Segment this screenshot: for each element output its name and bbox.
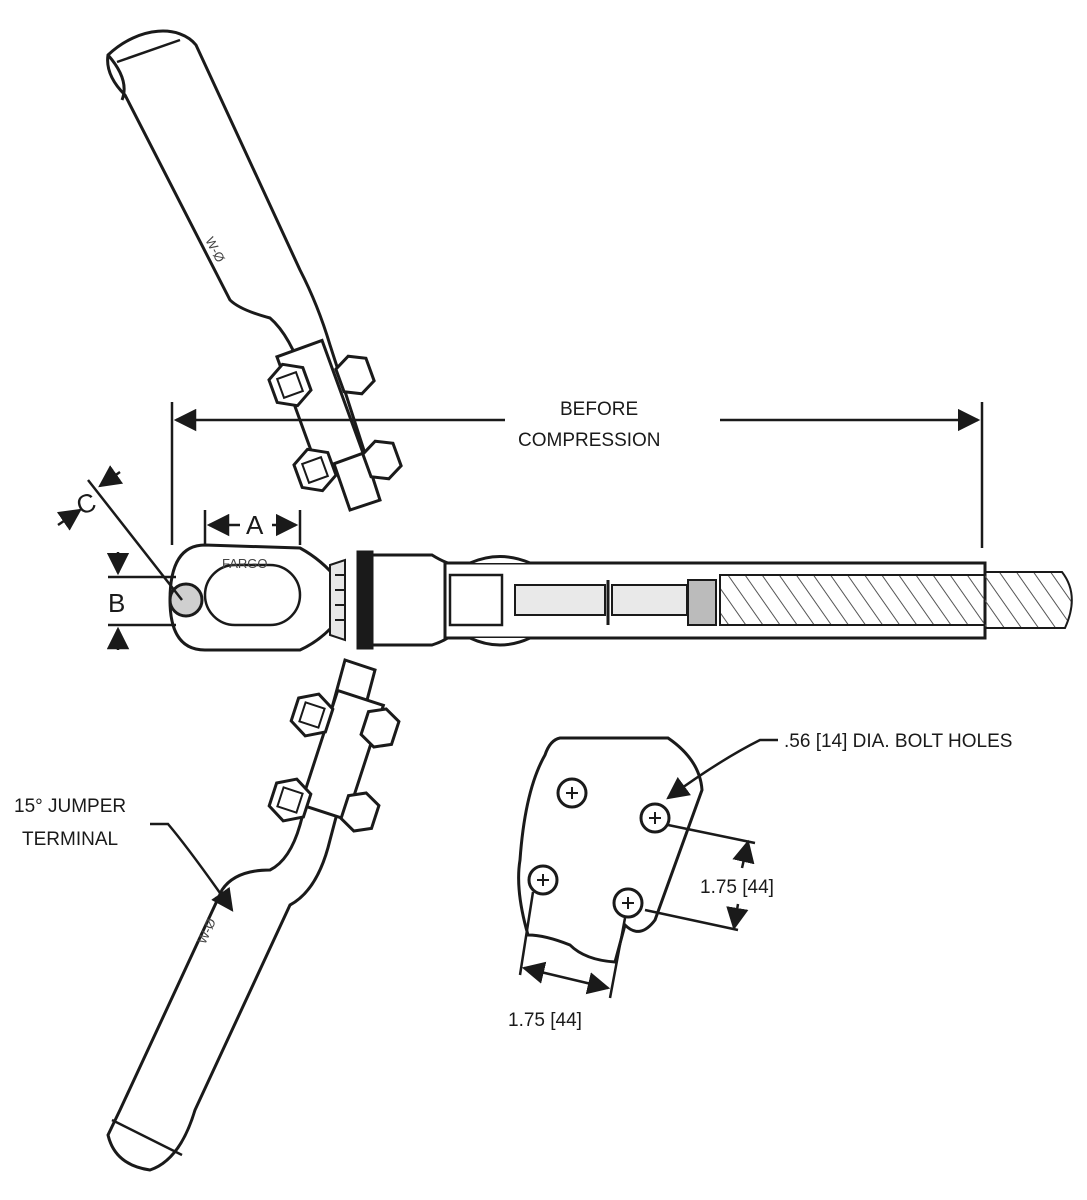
hex-nut: [292, 447, 338, 493]
hex-nut: [267, 362, 313, 408]
jumper-terminal-line1: 15° JUMPER: [14, 796, 126, 817]
before-compression-line2: COMPRESSION: [518, 430, 661, 451]
hex-nut: [361, 439, 403, 481]
hex-nut: [334, 354, 376, 396]
labels: BEFORE COMPRESSION A B C 15° JUMPER TERM…: [14, 399, 1012, 1031]
hex-nut: [339, 791, 381, 833]
eye-connector: FARGO: [168, 543, 374, 652]
before-compression-line1: BEFORE: [560, 399, 638, 420]
spacing-vertical: 1.75 [44]: [700, 877, 774, 898]
jumper-terminal-line2: TERMINAL: [22, 829, 118, 850]
dim-letter-a: A: [246, 510, 264, 540]
pin-circle: [168, 582, 204, 618]
dimension-lines: [56, 402, 984, 999]
upper-bolt-stack: [267, 338, 403, 493]
eye-brand: FARGO: [222, 556, 268, 571]
hex-nut: [289, 692, 335, 738]
compression-body: [370, 553, 1073, 647]
hex-nut: [267, 777, 313, 823]
dim-letter-b: B: [108, 588, 125, 618]
spacing-horizontal: 1.75 [44]: [508, 1010, 582, 1031]
bolt-holes-callout: .56 [14] DIA. BOLT HOLES: [784, 731, 1012, 752]
bolt-pad-detail: [517, 736, 704, 964]
lower-bolt-stack: [267, 688, 401, 833]
hex-nut: [359, 707, 401, 749]
